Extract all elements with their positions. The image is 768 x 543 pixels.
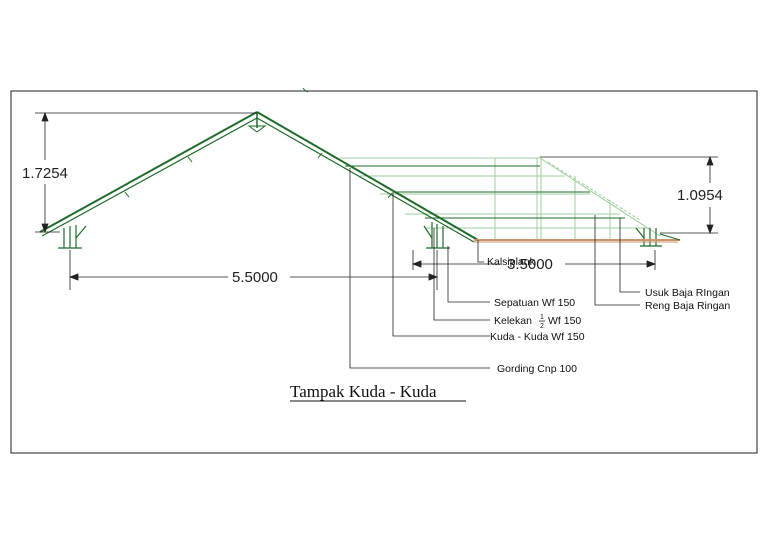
label-kalsiplank: Kalsiplank bbox=[487, 256, 536, 268]
drawing-title: Tampak Kuda - Kuda bbox=[290, 382, 437, 401]
label-reng: Reng Baja Ringan bbox=[645, 300, 730, 312]
roof-framing-grid bbox=[340, 157, 661, 240]
right-rafter-inner bbox=[256, 117, 475, 243]
label-kelekan-fraction-num: 1 bbox=[540, 314, 544, 321]
frame-tick-mark bbox=[302, 87, 309, 93]
svg-text:Kelekan: Kelekan bbox=[494, 315, 532, 327]
left-rafter-inner bbox=[41, 117, 258, 237]
left-rafter-outer bbox=[39, 111, 258, 233]
dimension-lines bbox=[35, 111, 718, 290]
middle-support bbox=[423, 222, 450, 249]
label-sepatuan: Sepatuan Wf 150 bbox=[494, 297, 575, 309]
leader-lines bbox=[349, 168, 640, 369]
dimension-height-left: 1.7254 bbox=[22, 165, 68, 182]
dimension-height-right: 1.0954 bbox=[677, 187, 723, 204]
left-support bbox=[58, 225, 87, 249]
label-kuda-kuda: Kuda - Kuda Wf 150 bbox=[490, 331, 585, 343]
label-usuk: Usuk Baja RIngan bbox=[645, 287, 730, 299]
dimension-width-left: 5.5000 bbox=[232, 269, 278, 286]
dimension-width-right: 3.5000 bbox=[507, 256, 553, 273]
main-truss bbox=[39, 111, 479, 243]
ridge-plate bbox=[247, 125, 267, 133]
kalsiplank-overhang bbox=[474, 233, 681, 243]
purlin-lines-dark bbox=[345, 165, 625, 219]
label-kelekan-fraction-den: 2 bbox=[540, 323, 544, 330]
label-gording: Gording Cnp 100 bbox=[497, 363, 577, 375]
drawing-frame bbox=[10, 90, 758, 454]
right-support bbox=[635, 227, 662, 247]
right-rafter-outer bbox=[256, 111, 479, 241]
svg-text:Wf 150: Wf 150 bbox=[548, 315, 581, 327]
label-kelekan: Kelekan 1 2 Wf 150 bbox=[494, 314, 581, 330]
